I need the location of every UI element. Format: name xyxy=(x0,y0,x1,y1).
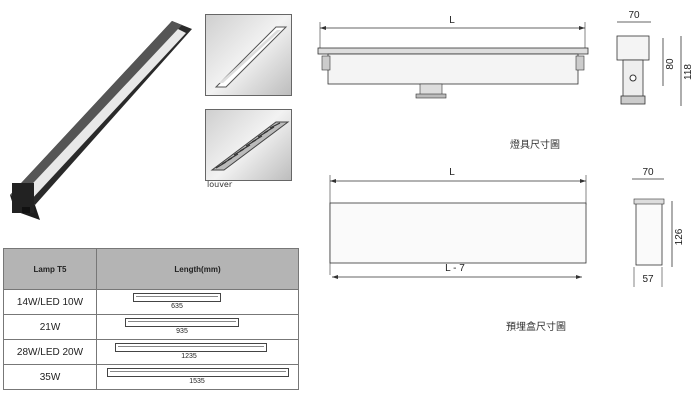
table-row: 21W 935 xyxy=(3,314,299,340)
box-width-label: 70 xyxy=(642,167,654,178)
length-value: 1535 xyxy=(189,378,205,385)
box-side-drawing: L L - 7 xyxy=(329,167,587,279)
lens-thumbnail xyxy=(205,14,292,96)
lamp-length-table: Lamp T5 Length(mm) 14W/LED 10W 635 21W 9… xyxy=(3,248,299,390)
lamp-cell: 14W/LED 10W xyxy=(3,289,97,315)
fixture-end-drawing: 70 80 118 xyxy=(616,10,694,106)
table-row: 28W/LED 20W 1235 xyxy=(3,339,299,365)
length-column-header: Length(mm) xyxy=(96,248,299,290)
fixture-photo xyxy=(10,21,192,220)
louver-caption: louver xyxy=(207,180,233,189)
lamp-cell: 28W/LED 20W xyxy=(3,339,97,365)
box-base-label: 57 xyxy=(642,274,654,285)
fixture-dimension-caption: 燈具尺寸圖 xyxy=(510,140,560,151)
box-inner-length-label: L - 7 xyxy=(445,263,465,274)
box-end-drawing: 70 126 57 xyxy=(632,167,685,287)
length-bar xyxy=(125,318,239,327)
length-cell: 635 xyxy=(96,289,299,315)
box-length-label: L xyxy=(449,167,455,178)
table-row: 35W 1535 xyxy=(3,364,299,390)
fixture-length-label: L xyxy=(449,15,455,26)
fixture-height-label: 80 xyxy=(665,58,676,70)
table-row: 14W/LED 10W 635 xyxy=(3,289,299,315)
louver-thumbnail xyxy=(205,109,292,181)
length-value: 1235 xyxy=(181,353,197,360)
lamp-cell: 35W xyxy=(3,364,97,390)
lamp-cell: 21W xyxy=(3,314,97,340)
length-cell: 1235 xyxy=(96,339,299,365)
box-dimension-caption: 預埋盒尺寸圖 xyxy=(506,322,566,333)
fixture-side-drawing: L xyxy=(317,15,589,99)
length-value: 635 xyxy=(171,303,183,310)
fixture-total-height-label: 118 xyxy=(683,64,694,80)
length-bar xyxy=(107,368,289,377)
box-height-label: 126 xyxy=(674,228,685,245)
table-header-row: Lamp T5 Length(mm) xyxy=(3,248,299,290)
length-value: 935 xyxy=(176,328,188,335)
length-cell: 1535 xyxy=(96,364,299,390)
length-cell: 935 xyxy=(96,314,299,340)
fixture-width-label: 70 xyxy=(628,10,640,21)
length-bar xyxy=(115,343,267,352)
lamp-column-header: Lamp T5 xyxy=(3,248,97,290)
length-bar xyxy=(133,293,221,302)
